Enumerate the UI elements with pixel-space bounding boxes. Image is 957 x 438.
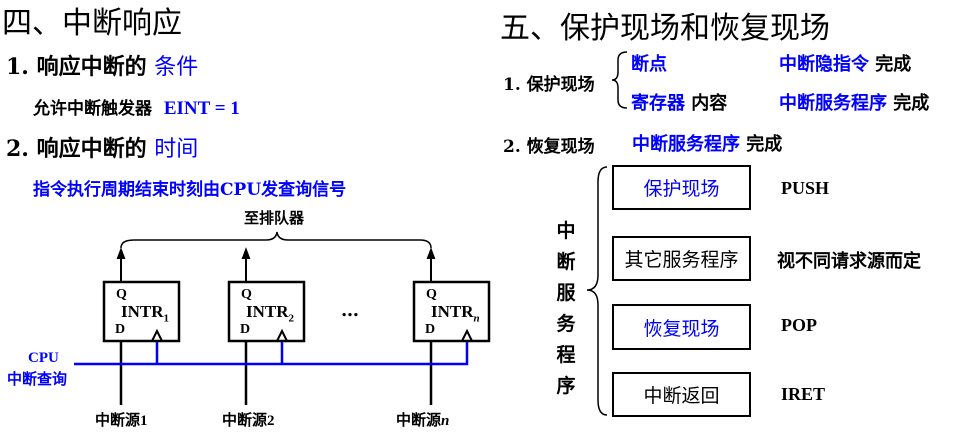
clock-symbols [151,328,473,342]
vertical-char: 中 [556,220,576,242]
timing-text: 指令执行周期结束时刻由CPU发查询信号 [33,180,347,200]
ff-name-text: INTR [431,302,474,321]
heading-highlight: 条件 [154,55,199,80]
vertical-char: 服 [556,282,576,304]
vertical-char: 务 [556,313,576,335]
isr-note-service: 视不同请求源而定 [777,251,921,272]
source-text: 中断源 [95,411,141,429]
protect-row-breakpoint-by: 中断隐指令 完成 [779,50,911,76]
section-five-title: 五、保护现场和恢复现场 [500,11,830,46]
section-four-title: 四、中断响应 [2,6,182,41]
protect-item-suffix: 内容 [685,93,728,114]
protect-brace [611,51,628,109]
ff-subscript: n [473,312,480,325]
protect-agent: 中断服务程序 [779,93,887,114]
isr-note-pop: POP [781,315,817,335]
ffn-d-label: D [425,322,436,337]
restore-agent-text: 中断服务程序 [632,134,740,155]
query-label: 中断查询 [7,370,68,388]
source-2-label: 中断源2 [222,409,275,430]
cpu-label: CPU [28,350,59,366]
flipflop-box-2 [227,280,306,343]
vertical-char: 断 [556,251,576,273]
ff-subscript: 1 [163,312,170,325]
source-text: 中断源 [396,411,442,429]
protect-agent: 中断隐指令 [779,54,869,75]
response-time-heading: 2. 响应中断的 时间 [6,131,198,163]
condition-line: 允许中断触发器 EINT = 1 [33,94,240,120]
queue-brace [120,231,432,249]
isr-vertical-label: 中 断 服 务 程 序 [555,216,577,402]
source-number: n [441,413,450,429]
output-arrows [116,247,436,282]
ff1-name: INTR1 [121,302,169,324]
isr-brace [586,166,608,416]
ff1-d-label: D [115,322,126,337]
heading-highlight: 时间 [154,137,199,162]
restore-agent: 中断服务程序 完成 [632,130,782,156]
isr-note-push: PUSH [781,178,830,198]
ff-subscript: 2 [288,312,295,325]
vertical-char: 程 [556,344,576,366]
ff2-name: INTR2 [246,302,294,324]
source-number: 2 [267,413,275,429]
protect-agent-suffix: 完成 [869,54,912,75]
restore-agent-suffix: 完成 [740,134,783,155]
source-text: 中断源 [222,411,268,429]
ellipsis: … [341,300,359,321]
eint-expression: EINT = 1 [163,98,240,119]
ffn-q-label: Q [426,287,437,302]
response-condition-heading: 1. 响应中断的 条件 [6,49,198,81]
flipflop-box-n [412,280,491,343]
condition-text: 允许中断触发器 [33,99,152,119]
source-n-label: 中断源n [396,409,449,430]
heading-text: 2. 响应中断的 [6,136,155,162]
restore-label: 2. 恢复现场 [503,137,595,157]
source-lines [119,341,433,405]
protect-agent-suffix: 完成 [887,93,930,114]
isr-step-service: 其它服务程序 [612,236,751,281]
ffn-name: INTRn [431,302,480,324]
ff1-q-label: Q [116,287,127,302]
ff2-d-label: D [240,322,251,337]
protect-row-registers: 寄存器 内容 [631,89,727,115]
ff2-q-label: Q [241,287,252,302]
source-1-label: 中断源1 [95,409,148,430]
isr-step-protect: 保护现场 [612,165,751,210]
heading-text: 1. 响应中断的 [6,54,155,80]
source-number: 1 [140,413,148,429]
isr-note-iret: IRET [781,384,826,404]
flipflop-box-1 [102,280,181,343]
protect-row-breakpoint: 断点 [631,50,667,76]
protect-item: 寄存器 [631,93,685,114]
protect-item: 断点 [631,54,667,75]
queue-label: 至排队器 [244,209,305,227]
vertical-char: 序 [556,375,576,397]
cpu-query-line [74,342,469,366]
isr-step-return: 中断返回 [612,372,751,417]
protect-row-registers-by: 中断服务程序 完成 [779,89,929,115]
ff-name-text: INTR [121,302,164,321]
isr-step-restore: 恢复现场 [612,304,751,350]
ff-name-text: INTR [246,302,289,321]
protect-label: 1. 保护现场 [503,75,595,95]
